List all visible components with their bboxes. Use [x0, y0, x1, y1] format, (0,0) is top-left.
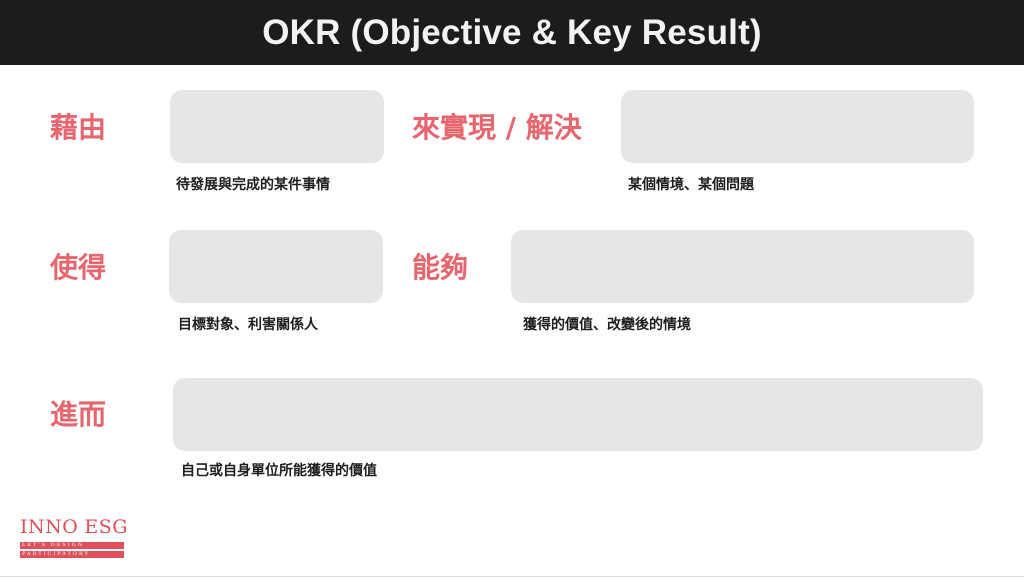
keyword-furthermore: 進而 — [50, 398, 107, 431]
input-box-own-value[interactable] — [173, 378, 983, 451]
logo-word-inno: INNO — [20, 516, 79, 538]
keyword-to-achieve: 來實現 / 解決 — [412, 111, 582, 144]
input-box-problem[interactable] — [621, 90, 974, 163]
hint-means: 待發展與完成的某件事情 — [176, 177, 330, 193]
hint-target: 目標對象、利害關係人 — [178, 317, 318, 333]
title-bar: OKR (Objective & Key Result) — [0, 0, 1024, 65]
hint-own-value: 自己或自身單位所能獲得的價值 — [181, 463, 377, 479]
input-box-target[interactable] — [169, 230, 383, 303]
logo-word-esg: ESG — [84, 516, 128, 538]
keyword-so-that: 使得 — [50, 251, 107, 284]
hint-problem: 某個情境、某個問題 — [628, 177, 754, 193]
input-box-value[interactable] — [511, 230, 974, 303]
bottom-divider — [0, 576, 1024, 577]
logo-tagline-1: LET'S DESIGN — [20, 542, 124, 549]
logo-wordmark: INNO ESG — [20, 516, 128, 538]
inno-esg-logo: INNO ESG LET'S DESIGN PARTICIPATORY — [20, 516, 128, 562]
input-box-means[interactable] — [170, 90, 384, 163]
logo-tagline-2: PARTICIPATORY — [20, 551, 124, 558]
keyword-able-to: 能夠 — [412, 251, 469, 284]
keyword-by-means-of: 藉由 — [50, 111, 107, 144]
page-title: OKR (Objective & Key Result) — [262, 12, 762, 52]
hint-value: 獲得的價值、改變後的情境 — [523, 317, 691, 333]
